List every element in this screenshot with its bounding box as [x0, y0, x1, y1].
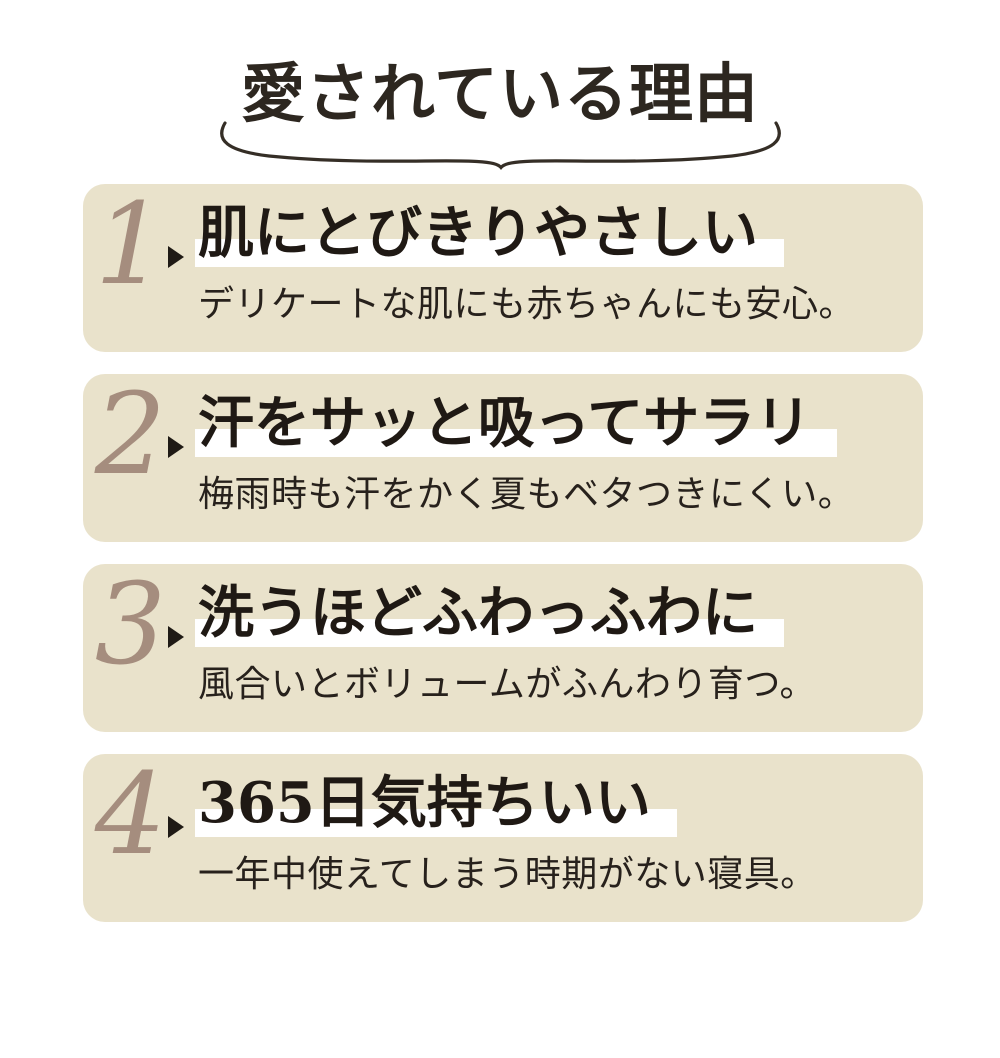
reason-description: 一年中使えてしまう時期がない寝具。 [198, 854, 817, 896]
reason-number: 2 [94, 370, 166, 501]
reason-heading: 肌にとびきりやさしい [195, 205, 855, 268]
page-title: 愛されている理由 [240, 57, 760, 132]
reason-number: 1 [94, 180, 166, 311]
reason-heading: 洗うほどふわっふわに [195, 585, 816, 648]
reason-content: 肌にとびきりやさしい デリケートな肌にも赤ちゃんにも安心。 [195, 184, 856, 352]
reason-description: デリケートな肌にも赤ちゃんにも安心。 [198, 284, 856, 326]
reason-content: 洗うほどふわっふわに 風合いとボリュームがふんわり育つ。 [195, 564, 816, 732]
reason-description: 梅雨時も汗をかく夏もベタつきにくい。 [198, 474, 855, 516]
reason-heading: 365日気持ちいい [195, 775, 817, 838]
reason-card-2: 2 汗をサッと吸ってサラリ 梅雨時も汗をかく夏もベタつきにくい。 [83, 374, 923, 543]
reason-badge: 2 [83, 374, 198, 542]
reason-content: 365日気持ちいい 一年中使えてしまう時期がない寝具。 [195, 754, 817, 922]
arrow-right-icon [168, 436, 184, 459]
reason-number: 4 [94, 750, 166, 881]
reason-badge: 1 [83, 184, 198, 352]
reason-description: 風合いとボリュームがふんわり育つ。 [198, 664, 816, 706]
reason-card-1: 1 肌にとびきりやさしい デリケートな肌にも赤ちゃんにも安心。 [83, 184, 923, 353]
reason-number: 3 [94, 560, 166, 691]
underbrace-svg [219, 121, 781, 171]
reason-heading-text: 365日気持ちいい [195, 775, 677, 838]
reason-content: 汗をサッと吸ってサラリ 梅雨時も汗をかく夏もベタつきにくい。 [195, 374, 855, 542]
reason-card-4: 4 365日気持ちいい 一年中使えてしまう時期がない寝具。 [83, 754, 923, 923]
reason-list: 1 肌にとびきりやさしい デリケートな肌にも赤ちゃんにも安心。 2 汗をサッと吸… [83, 184, 923, 923]
reason-heading-text: 肌にとびきりやさしい [195, 205, 784, 268]
arrow-right-icon [168, 626, 184, 649]
reason-heading-text: 洗うほどふわっふわに [195, 585, 784, 648]
reason-badge: 4 [83, 754, 198, 922]
arrow-right-icon [168, 246, 184, 269]
reason-card-3: 3 洗うほどふわっふわに 風合いとボリュームがふんわり育つ。 [83, 564, 923, 733]
reason-heading-text: 汗をサッと吸ってサラリ [195, 395, 838, 458]
underbrace-icon [213, 120, 788, 171]
arrow-right-icon [168, 816, 184, 839]
reason-badge: 3 [83, 564, 198, 732]
reason-heading: 汗をサッと吸ってサラリ [195, 395, 854, 458]
